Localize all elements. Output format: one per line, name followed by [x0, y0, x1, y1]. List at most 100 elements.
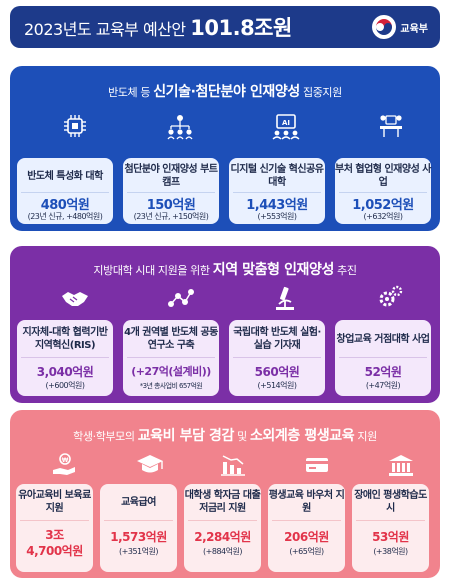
card-note: (+351억원)	[119, 547, 158, 556]
card-note: (+553억원)	[257, 212, 297, 221]
card-label: 지자체-대학 협력기반 지역혁신(RIS)	[22, 327, 108, 351]
people-network-icon	[167, 115, 193, 140]
section3-title-bold1: 교육비 부담 경감	[137, 428, 235, 444]
card-divider	[188, 520, 257, 521]
card-divider	[104, 520, 173, 521]
section1-title-bold: 신기술·첨단분야 인재양성	[153, 84, 300, 100]
card-amount: 1,443억원	[246, 198, 308, 213]
card-semiconductor-university: 반도체 특성화 대학 480억원 (23년 신규, +480억원)	[17, 158, 113, 224]
card-note: *3년 총사업비 657억원	[139, 382, 203, 390]
card-label: 첨단분야 인재양성 부트캠프	[124, 164, 218, 188]
card-amount: 560억원	[254, 365, 300, 379]
card-note: (23년 신규, +480억원)	[27, 212, 103, 221]
card-divider	[356, 520, 425, 521]
card-divider	[21, 357, 109, 358]
section2-title-bold: 지역 맞춤형 인재양성	[212, 262, 335, 278]
section-regional-talent: 지방대학 시대 지원을 위한 지역 맞춤형 인재양성 추진 지자체-대학 협력기…	[10, 246, 440, 403]
nodes-icon	[168, 289, 194, 307]
card-divider	[233, 192, 321, 193]
card-note: (+65억원)	[289, 547, 324, 556]
chart-down-icon	[221, 455, 245, 476]
card-label: 유아교육비 보육료 지원	[18, 490, 91, 514]
meeting-icon	[380, 115, 402, 137]
card-amount: 206억원	[284, 530, 329, 544]
card-lifelong-voucher: 평생교육 바우처 지원 206억원 (+65억원)	[268, 484, 345, 572]
section2-title-post: 추진	[337, 264, 357, 277]
ministry-logo: 교육부	[372, 14, 428, 40]
section3-title-bold2: 소외계층 평생교육	[249, 428, 355, 444]
section1-title-pre: 반도체 등	[108, 86, 151, 99]
card-label: 디지털 신기술 혁신공유대학	[230, 164, 324, 188]
card-divider	[339, 192, 427, 193]
card-note: (+600억원)	[45, 381, 85, 390]
card-note: (+38억원)	[373, 547, 408, 556]
section3-title: 학생·학부모의 교육비 부담 경감 및 소외계층 평생교육 지원	[10, 425, 440, 445]
graduation-cap-icon	[137, 455, 163, 473]
page-title: 2023년도 교육부 예산안 101.8조원	[24, 12, 292, 42]
card-label: 창업교육 거점대학 사업	[336, 333, 430, 345]
ai-computer-icon: AI	[272, 114, 300, 140]
card-label: 국립대학 반도체 실험·실습 기자재	[233, 327, 321, 351]
card-label: 4개 권역별 반도체 공동연구소 구축	[124, 327, 218, 351]
title-amount: 101.8조원	[190, 16, 292, 40]
card-label: 장애인 평생학습도시	[354, 490, 427, 514]
card-amount-second-line: 4,700억원	[26, 544, 83, 558]
logo-text: 교육부	[400, 23, 428, 35]
card-semiconductor-lab: 4개 권역별 반도체 공동연구소 구축 (+27억(설계비)) *3년 총사업비…	[123, 320, 219, 396]
card-startup-education: 창업교육 거점대학 사업 52억원 (+47억원)	[335, 320, 431, 396]
card-amount: 1,052억원	[352, 198, 414, 213]
svg-text:₩: ₩	[62, 457, 69, 464]
card-note: (+884억원)	[203, 547, 242, 556]
card-amount: 480억원	[40, 198, 90, 213]
building-icon	[389, 455, 413, 476]
card-divider	[233, 357, 321, 358]
section2-title: 지방대학 시대 지원을 위한 지역 맞춤형 인재양성 추진	[10, 259, 440, 279]
card-label: 평생교육 바우처 지원	[268, 490, 345, 514]
coin-hand-icon: ₩	[53, 453, 75, 475]
card-disability-learning-city: 장애인 평생학습도시 53억원 (+38억원)	[352, 484, 429, 572]
section3-title-mid: 및	[237, 430, 247, 443]
card-divider	[272, 520, 341, 521]
card-divider	[127, 357, 215, 358]
section3-title-post: 지원	[357, 430, 377, 443]
card-amount: 1,573억원	[110, 530, 167, 544]
card-amount: 52억원	[364, 365, 402, 379]
card-bootcamp: 첨단분야 인재양성 부트캠프 150억원 (23년 신규, +150억원)	[123, 158, 219, 224]
card-amount: 3,040억원	[36, 365, 94, 379]
card-icon	[306, 458, 328, 472]
section1-title-post: 집중지원	[302, 86, 342, 99]
card-label: 대학생 학자금 대출 저금리 지원	[184, 490, 261, 514]
section1-title: 반도체 등 신기술·첨단분야 인재양성 집중지원	[10, 81, 440, 101]
taeguk-icon	[372, 15, 397, 39]
header-banner: 2023년도 교육부 예산안 101.8조원 교육부	[10, 6, 440, 48]
title-prefix: 2023년도 교육부 예산안	[24, 20, 186, 39]
section-education-costs: 학생·학부모의 교육비 부담 경감 및 소외계층 평생교육 지원 ₩ 유아교육비…	[10, 410, 440, 578]
card-amount: 150억원	[146, 198, 196, 213]
card-amount: 2,284억원	[194, 530, 251, 544]
card-label: 반도체 특성화 대학	[27, 170, 103, 182]
card-note: (23년 신규, +150억원)	[133, 212, 209, 221]
card-amount: 53억원	[372, 530, 409, 544]
card-digital-innovation-university: 디지털 신기술 혁신공유대학 1,443억원 (+553억원)	[229, 158, 325, 224]
card-divider	[127, 192, 215, 193]
card-national-university-equipment: 국립대학 반도체 실험·실습 기자재 560억원 (+514억원)	[229, 320, 325, 396]
card-amount: (+27억(설계비))	[131, 365, 211, 378]
card-note: (+514억원)	[257, 381, 297, 390]
card-divider	[20, 520, 89, 521]
section-tech-talent: 반도체 등 신기술·첨단분야 인재양성 집중지원 AI 반도체 특성화 대학 4…	[10, 66, 440, 231]
card-education-benefit: 교육급여 1,573억원 (+351억원)	[100, 484, 177, 572]
card-ris: 지자체-대학 협력기반 지역혁신(RIS) 3,040억원 (+600억원)	[17, 320, 113, 396]
card-divider	[21, 192, 109, 193]
card-label: 부처 협업형 인재양성 사업	[335, 164, 431, 188]
microscope-icon	[276, 286, 294, 310]
svg-text:AI: AI	[282, 119, 290, 127]
card-ministry-collaboration: 부처 협업형 인재양성 사업 1,052억원 (+632억원)	[335, 158, 431, 224]
card-divider	[339, 357, 427, 358]
handshake-icon	[62, 292, 88, 306]
section2-title-pre: 지방대학 시대 지원을 위한	[93, 264, 210, 277]
card-note: (+632억원)	[363, 212, 403, 221]
card-amount: 3조	[45, 528, 64, 542]
card-childcare-support: 유아교육비 보육료 지원 3조 4,700억원	[16, 484, 93, 572]
gears-icon	[379, 285, 403, 307]
card-note: (+47억원)	[365, 381, 401, 390]
